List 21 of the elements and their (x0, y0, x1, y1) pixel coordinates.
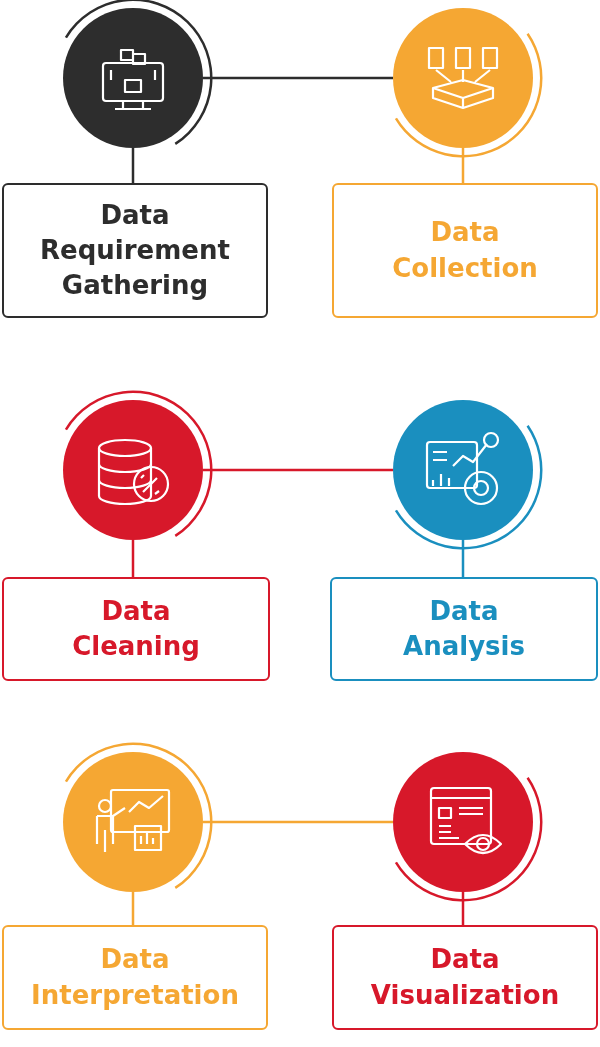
connector-line (131, 892, 135, 925)
connector-line (203, 76, 393, 80)
step-box (332, 925, 598, 1030)
connector-line (461, 540, 465, 577)
step-box (2, 577, 270, 681)
step-box (330, 577, 598, 681)
step-label: Data Interpretation (31, 943, 239, 1012)
connector-line (461, 892, 465, 925)
connector-line (203, 820, 393, 824)
connector-line (131, 148, 135, 183)
step-label: Data Requirement Gathering (40, 198, 230, 303)
connector-line (131, 540, 135, 577)
step-box (2, 925, 268, 1030)
step-label: Data Cleaning (72, 594, 200, 663)
step-label: Data Collection (392, 216, 538, 285)
connector-line (203, 468, 393, 472)
step-box (332, 183, 598, 318)
step-label: Data Visualization (370, 943, 560, 1012)
connector-line (461, 148, 465, 183)
step-label: Data Analysis (403, 594, 525, 663)
step-box (2, 183, 268, 318)
